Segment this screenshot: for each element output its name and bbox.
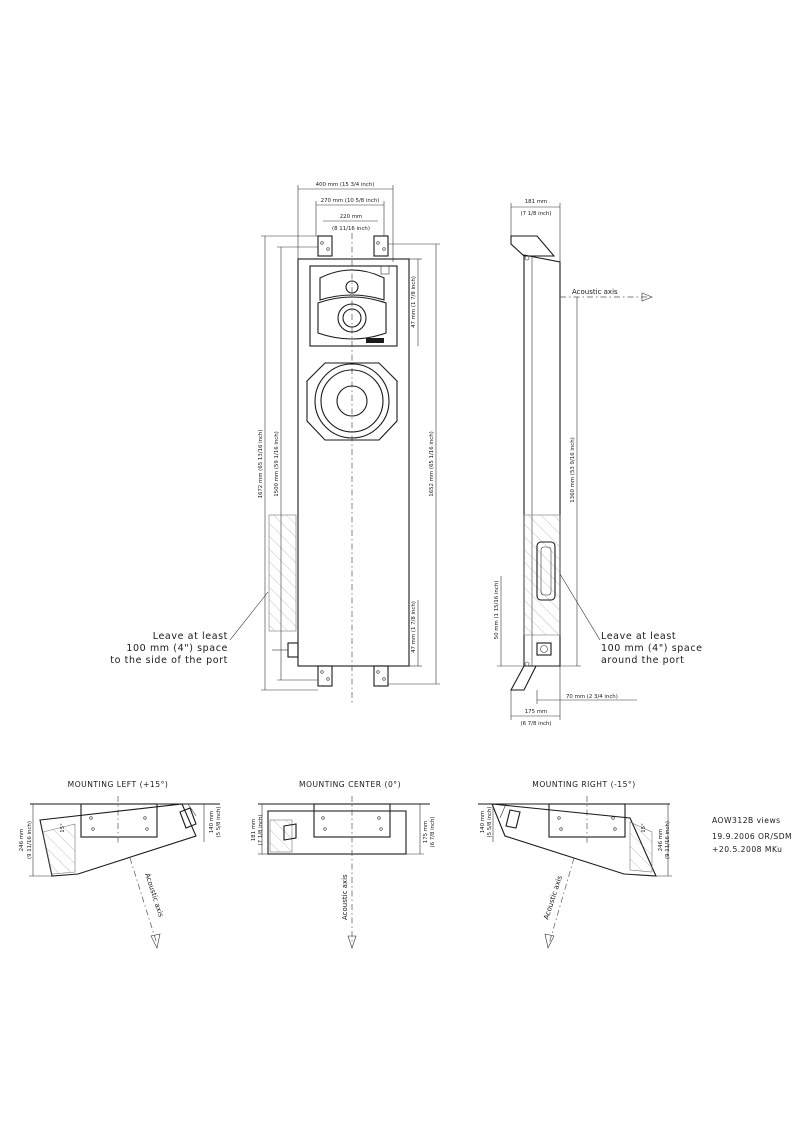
front-note-line-1: Leave at least [153,631,228,642]
front-width-inner-inch: (8 11/16 inch) [332,226,370,232]
side-depth-base-inch: (6 7/8 inch) [520,721,551,727]
side-note-line-3: around the port [601,655,685,666]
front-top-offset-dim: 47 mm (1 7/8 inch) [411,276,417,328]
title-model: AOW312B views [712,816,781,825]
mounting-left-inner-dim: 140 mm [209,811,215,834]
mounting-right-title: MOUNTING RIGHT (-15°) [532,780,635,789]
front-note-line-2: 100 mm (4") space [126,643,228,654]
mounting-left-outer-inch: (9 11/16 inch) [27,821,33,859]
side-port-offset-dim: 50 mm (1 15/16 inch) [494,581,500,640]
mounting-center-right-inch: (6 7/8 inch) [430,816,436,847]
front-width-inner-dim: 220 mm [340,214,363,220]
side-view: 181 mm (7 1/8 inch) Acoustic axis 1360 m… [494,199,703,727]
mounting-left-inner-inch: (5 5/8 inch) [216,806,222,837]
mounting-left-angle: 15° [60,823,66,833]
side-acoustic-axis-label: Acoustic axis [572,288,618,296]
mounting-right-angle: 15° [641,823,647,833]
mounting-left-title: MOUNTING LEFT (+15°) [68,780,169,789]
side-note-line-2: 100 mm (4") space [601,643,703,654]
side-depth-top-inch: (7 1/8 inch) [520,211,551,217]
mounting-center-view: MOUNTING CENTER (0°) Acoustic axis 181 m… [251,780,436,949]
front-bottom-offset-dim: 47 mm (1 7/8 inch) [411,601,417,653]
side-depth-bottom-dim: 70 mm (2 3/4 inch) [566,694,618,700]
title-block: AOW312B views 19.9.2006 OR/SDM +20.5.200… [712,816,792,854]
front-note-line-3: to the side of the port [110,655,228,666]
mounting-right-outer-inch: (9 11/16 inch) [665,821,671,859]
mounting-center-left-inch: (7 1/8 inch) [258,814,264,845]
front-height-bracket-dim: 1500 mm (59 1/16 inch) [274,431,280,497]
front-width-bracket-dim: 270 mm (10 5/8 inch) [321,198,380,204]
front-height-cabinet-dim: 1652 mm (65 1/16 inch) [429,431,435,497]
mounting-center-axis-label: Acoustic axis [341,874,349,920]
side-depth-top-dim: 181 mm [525,199,548,205]
mounting-right-axis-label: Acoustic axis [542,874,564,920]
mounting-center-title: MOUNTING CENTER (0°) [299,780,401,789]
mounting-left-axis-label: Acoustic axis [143,872,165,918]
mounting-center-left-dim: 181 mm [251,819,257,842]
front-view: 400 mm (15 3/4 inch) 270 mm (10 5/8 inch… [110,182,440,705]
front-width-outer-dim: 400 mm (15 3/4 inch) [316,182,375,188]
mounting-left-outer-dim: 246 mm [19,829,25,852]
mounting-center-right-dim: 175 mm [423,821,429,844]
mounting-right-inner-inch: (5 5/8 inch) [487,806,493,837]
title-revision-2: +20.5.2008 MKu [712,845,782,854]
title-revision-1: 19.9.2006 OR/SDM [712,832,792,841]
mounting-left-view: MOUNTING LEFT (+15°) Acoustic axis 246 m… [19,780,222,949]
side-note-line-1: Leave at least [601,631,676,642]
mounting-right-inner-dim: 140 mm [480,811,486,834]
mounting-right-outer-dim: 246 mm [658,829,664,852]
front-height-total-dim: 1672 mm (65 13/16 inch) [258,430,264,499]
side-depth-base-dim: 175 mm [525,709,548,715]
side-height-axis-dim: 1360 mm (53 9/16 inch) [570,437,576,503]
mounting-right-view: MOUNTING RIGHT (-15°) Acoustic axis 140 … [478,780,672,949]
